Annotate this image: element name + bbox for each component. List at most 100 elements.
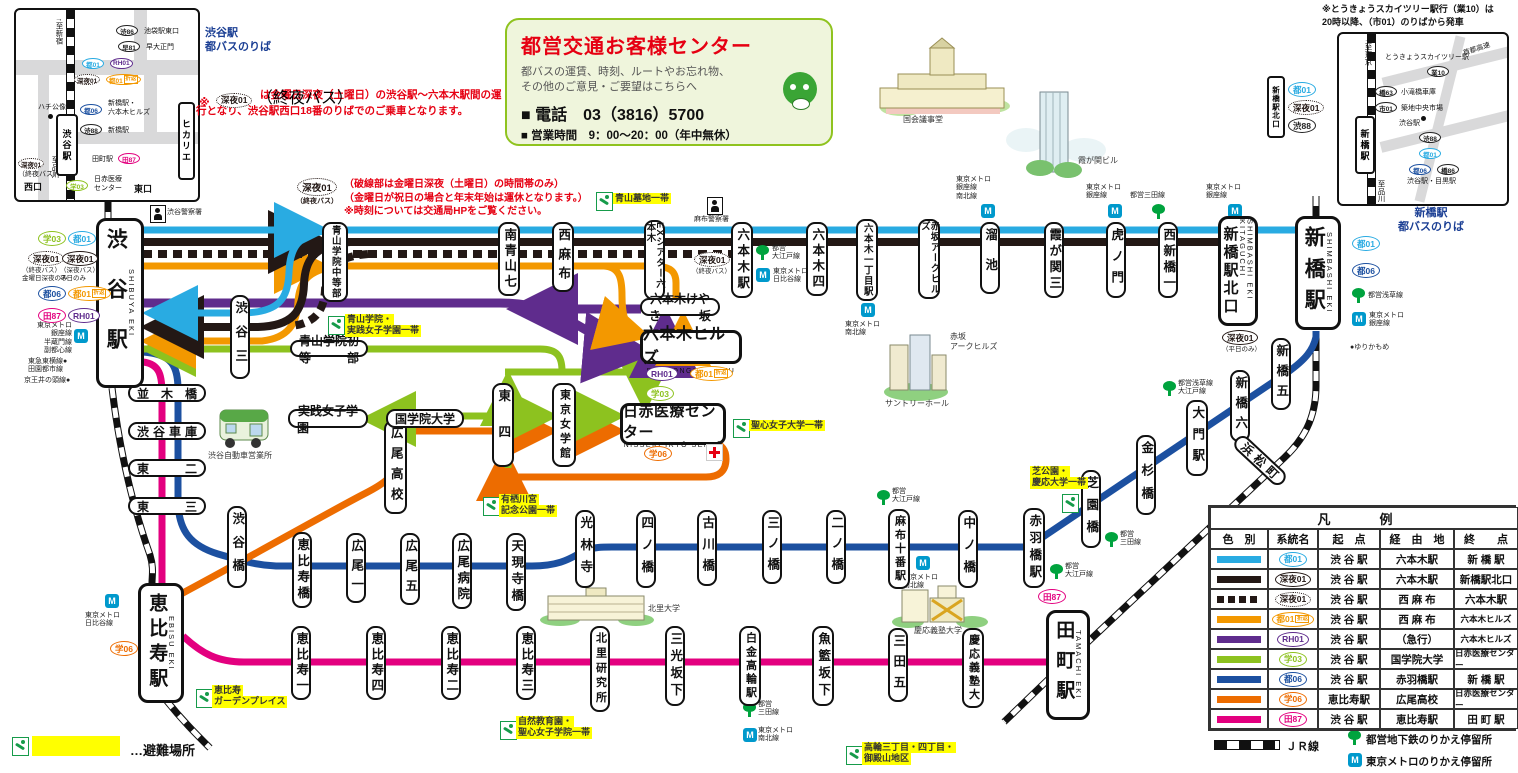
tokyo-metro-transfer-icon: M <box>1352 312 1366 326</box>
station-box: 並木橋 <box>128 384 206 402</box>
shimbashi-norba-title-line2: 都バスのりば <box>1398 221 1464 234</box>
route-badge: 渋88 <box>80 124 102 135</box>
evacuation-area-text: 記念公園一帯 <box>499 505 558 517</box>
inset-map-label: 早大正門 <box>146 44 174 51</box>
customer-center-body: 都バスの運賃、時刻、ルートやお忘れ物、その他のご意見・ご要望はこちらへ <box>521 65 817 95</box>
ark-hills-illustration <box>884 334 948 401</box>
landmark-label: サントリーホール <box>885 399 949 408</box>
badge-subtext: 折返 <box>713 369 728 378</box>
landmark-label: 慶応義塾大学 <box>914 626 962 635</box>
station-label: 新橋駅北口 <box>1271 85 1281 129</box>
station-label: 白金高輪駅 <box>744 632 757 700</box>
route-badge: 都06 <box>38 286 66 301</box>
station-box: 渋谷車庫 <box>128 422 206 440</box>
terminal-romaji: TAMACHI EKI <box>1073 630 1083 700</box>
legend-cell: 六本木ヒルズ <box>1454 629 1518 649</box>
tokyo-metro-transfer-icon: M <box>105 594 119 608</box>
station-box: 新橋駅 <box>1355 116 1375 174</box>
station-label: 天現寺橋 <box>509 539 524 605</box>
legend-cell: 六本木ヒルズ <box>1454 609 1518 629</box>
station-box: 渋谷橋 <box>227 506 247 588</box>
legend-cell: （急行） <box>1380 629 1454 649</box>
route-badge: 都06 <box>1409 164 1431 175</box>
evacuation-area-label: 芝公園・慶応大学一帯 <box>1030 466 1089 489</box>
station-box: 天現寺橋 <box>506 533 526 611</box>
tokyo-metro-transfer-icon: M <box>756 268 770 282</box>
inset-map-label: 渋谷駅 <box>1399 120 1420 127</box>
legend-cell <box>1210 629 1268 649</box>
note-text: は金曜日深夜（土曜日）の渋谷駅～六本木駅間の運行となり、渋谷駅西口18番のりばで… <box>196 89 502 117</box>
route-badge: RH01 <box>68 308 100 323</box>
route-badge: 田87 <box>1038 589 1066 604</box>
railway-transfer-label: 都営 大江戸線 <box>1065 563 1093 579</box>
tokyo-metro-transfer-icon: M <box>1228 204 1242 218</box>
station-label: 恵比寿四 <box>369 632 384 694</box>
station-box: 広尾病院 <box>452 533 472 609</box>
evacuation-area-text: 御殿山地区 <box>862 753 912 765</box>
terminal-label: 六本木ヒルズ <box>643 325 726 367</box>
legend-header-cell: 経 由 地 <box>1380 529 1454 549</box>
station-box: 恵比寿四 <box>366 626 386 700</box>
note-line: （金曜日が祝日の場合と年末年始は運休となります。） <box>344 192 588 204</box>
station-label: 三光坂下 <box>668 632 683 700</box>
station-box: 赤坂アークヒルズ <box>918 219 940 299</box>
legend-cell: 六本木駅 <box>1380 569 1454 589</box>
legend-cell: 日赤医療センター <box>1454 648 1518 670</box>
railway-transfer-label: 都営 三田線 <box>1120 531 1141 547</box>
landmark-label: 渋谷自動車営業所 <box>208 451 272 460</box>
railway-transfer-label: 東京メトロ 南北線 <box>758 727 793 743</box>
evacuation-runner-icon <box>500 721 517 740</box>
inset-map-label: 渋谷駅・目黒駅 <box>1407 178 1456 185</box>
legend-cell: 田 町 駅 <box>1454 709 1518 729</box>
railway-transfer-label: 東京メトロ 南北線 <box>903 574 938 590</box>
legend-cell: 渋 谷 駅 <box>1318 649 1380 669</box>
legend-line-sample <box>1217 675 1261 683</box>
toei-mascot-icon <box>783 72 817 110</box>
station-box: 広尾高校 <box>384 420 407 514</box>
legend-cell <box>1210 649 1268 669</box>
legend-cell: 西 麻 布 <box>1380 609 1454 629</box>
legend-cell: 国学院大学 <box>1380 649 1454 669</box>
jr-line-label: ＪＲ線 <box>1286 741 1319 753</box>
legend-line-sample <box>1217 655 1261 663</box>
route-badge: RH01 <box>646 366 678 381</box>
route-badge: 田87 <box>1279 711 1307 727</box>
station-box: 東二 <box>128 459 206 477</box>
inset-map-label: 至品川 <box>50 156 61 179</box>
station-label: 中ノ橋 <box>961 516 976 582</box>
route-badge: 都01 <box>1288 82 1316 97</box>
evacuation-runner-icon <box>483 497 500 516</box>
railway-transfer-label: 都営浅草線 <box>1368 292 1403 299</box>
legend-cell: 深夜01 <box>1268 569 1318 589</box>
evacuation-area-label: 自然教育園・聖心女子学院一帯 <box>516 716 593 739</box>
station-box: 青山学院中等部 <box>322 222 348 302</box>
shibuya-norba-title-line1: 渋谷駅 <box>205 27 238 39</box>
station-box: 慶応義塾大 <box>962 628 984 708</box>
customer-center-body-line2: その他のご意見・ご要望はこちらへ <box>521 80 697 93</box>
station-box: 六本木けやき坂 <box>640 292 720 323</box>
evacuation-area-text: 実践女子学園一帯 <box>345 325 422 337</box>
station-box: 国学院大学 <box>386 409 464 428</box>
customer-center-hours: ■ 営業時間 9：00～20：00（年中無休） <box>521 127 817 143</box>
terminal-romaji: EBISU EKI <box>166 615 176 671</box>
railway-transfer-label: 東京メトロ 南北線 <box>845 321 880 337</box>
station-label: 国学院大学 <box>395 412 456 426</box>
legend-cell <box>1210 709 1268 729</box>
station-box: 芝園橋 <box>1081 470 1101 548</box>
terminal-romaji: SHIMBASHI EKI KITAGUCHI <box>1238 219 1255 301</box>
legend-cell: 渋 谷 駅 <box>1318 669 1380 689</box>
station-box: 六本木駅 <box>731 222 753 298</box>
station-box: 東四 <box>492 383 514 467</box>
station-box: 新橋五 <box>1271 338 1291 410</box>
evacuation-area-text: 高輪三丁目・四丁目・ <box>862 742 957 754</box>
legend-cell <box>1210 669 1268 689</box>
route-badge: 深夜01 <box>74 74 101 85</box>
legend-line-sample <box>1217 555 1261 563</box>
station-box: 溜池 <box>980 222 1000 294</box>
inset-map-label: とうきょうスカイツリー駅 <box>1385 54 1469 61</box>
station-box: 三光坂下 <box>665 626 685 706</box>
